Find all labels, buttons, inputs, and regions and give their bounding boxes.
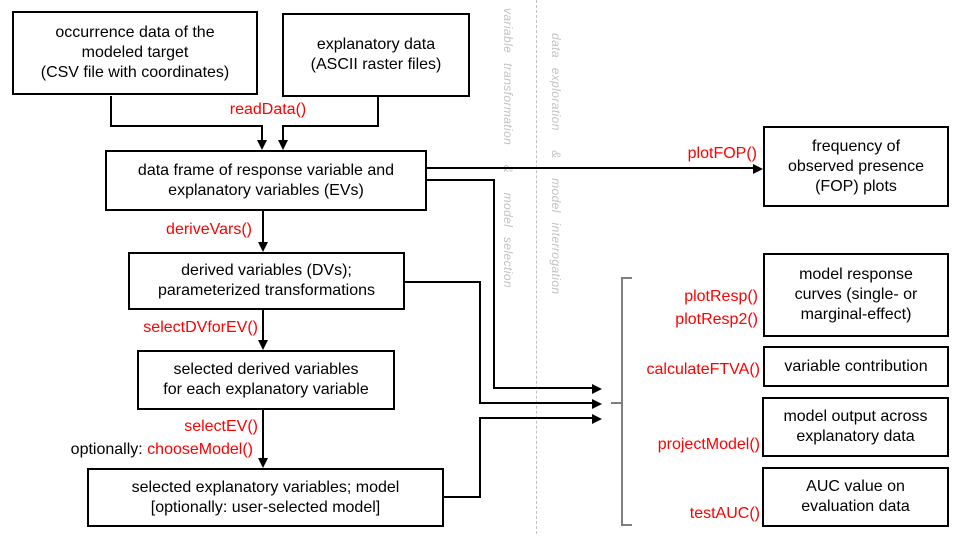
bracket-middle-nub <box>611 402 621 404</box>
function-label-chooseModel: optionally: chooseModel() <box>25 441 253 459</box>
lane-divider-dashed-line <box>536 0 537 534</box>
arrowhead-into-selecteddvs <box>258 340 268 350</box>
connector-modelbox-right <box>444 496 481 498</box>
connector-arrow1 <box>493 387 593 389</box>
arrowhead-bracket-1 <box>592 384 602 394</box>
arrowhead-into-fop <box>753 164 763 174</box>
bracket-top-tick <box>621 277 632 279</box>
connector-derivedvars-right-drop <box>479 281 481 404</box>
arrowhead-into-derivedvars <box>258 242 268 252</box>
function-label-selectEV: selectEV() <box>184 418 258 435</box>
box-selected-derived-variables: selected derived variables for each expl… <box>137 350 395 410</box>
box-derived-variables: derived variables (DVs); parameterized t… <box>128 252 405 310</box>
connector-explanatory-across <box>282 125 379 127</box>
connector-dataframe-to-fop <box>427 167 753 169</box>
function-label-plotResp2: plotResp2() <box>675 311 758 328</box>
box-model-output: model output across explanatory data <box>762 397 949 457</box>
connector-derivedvars-right <box>404 281 481 283</box>
arrowhead-bracket-2 <box>592 399 602 409</box>
chooseModel-text: chooseModel() <box>147 441 253 458</box>
arrowhead-bracket-3 <box>592 414 602 424</box>
connector-occurrence-across <box>110 125 263 127</box>
lane-label-right: data exploration & model interrogation <box>549 33 563 295</box>
box-auc-value: AUC value on evaluation data <box>762 467 949 527</box>
arrowhead-into-dataframe-right <box>278 140 288 150</box>
connector-dataframe-right <box>427 179 495 181</box>
function-label-deriveVars: deriveVars() <box>166 221 252 238</box>
connector-explanatory-drop <box>282 125 284 142</box>
bracket-vertical <box>621 277 623 526</box>
function-label-calculateFTVA: calculateFTVA() <box>646 361 760 378</box>
function-label-plotResp: plotResp() <box>684 288 758 305</box>
connector-dataframe-down <box>262 211 264 244</box>
arrowhead-into-modelbox <box>258 458 268 468</box>
connector-arrow3 <box>479 417 593 419</box>
function-label-plotFOP: plotFOP() <box>687 145 757 162</box>
box-variable-contribution: variable contribution <box>763 346 949 387</box>
bracket-bottom-tick <box>621 524 632 526</box>
connector-arrow2 <box>479 402 593 404</box>
function-label-projectModel: projectModel() <box>657 436 760 453</box>
function-label-readData: readData() <box>229 101 307 118</box>
connector-derivedvars-down <box>262 310 264 342</box>
connector-selecteddvs-down <box>262 410 264 460</box>
box-fop-plots: frequency of observed presence (FOP) plo… <box>763 126 949 207</box>
box-dataframe: data frame of response variable and expl… <box>105 150 427 211</box>
function-label-testAUC: testAUC() <box>689 505 760 522</box>
optionally-prefix: optionally: <box>70 441 148 458</box>
connector-explanatory-down <box>377 95 379 127</box>
connector-dataframe-right-drop <box>493 179 495 389</box>
lane-label-left: variable transformation & model selectio… <box>501 8 515 288</box>
connector-occurrence-down <box>110 96 112 127</box>
arrowhead-into-dataframe-left <box>257 140 267 150</box>
box-explanatory-data: explanatory data (ASCII raster files) <box>282 13 470 97</box>
connector-occurrence-drop <box>261 125 263 142</box>
box-selected-evs-model: selected explanatory variables; model [o… <box>87 468 444 527</box>
function-label-selectDVforEV: selectDVforEV() <box>143 319 258 336</box>
connector-modelbox-right-rise <box>479 417 481 498</box>
box-occurrence-data: occurrence data of the modeled target (C… <box>12 11 258 95</box>
box-response-curves: model response curves (single- or margin… <box>763 253 949 337</box>
